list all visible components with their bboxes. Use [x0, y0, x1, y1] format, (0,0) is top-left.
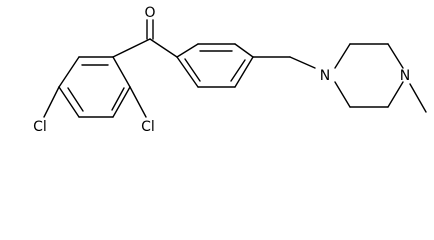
- chemical-structure: O Cl Cl N N: [33, 5, 427, 135]
- methylene-bond-2: [289, 56, 316, 69]
- chlorine-2-bond: [129, 86, 147, 118]
- oxygen-atom-label: O: [144, 5, 155, 21]
- carbonyl-group: [112, 19, 178, 58]
- nitrogen-1-atom-label: N: [320, 68, 330, 84]
- n-methyl-bond: [409, 83, 427, 113]
- piperazine-ring: [334, 43, 404, 108]
- chlorine-2-atom-label: Cl: [141, 119, 155, 135]
- chlorine-4-bond: [43, 86, 60, 118]
- dichlorophenyl-ring: [58, 56, 131, 118]
- chlorine-4-atom-label: Cl: [33, 119, 47, 135]
- nitrogen-4-atom-label: N: [400, 68, 410, 84]
- phenyl-ring: [176, 43, 254, 88]
